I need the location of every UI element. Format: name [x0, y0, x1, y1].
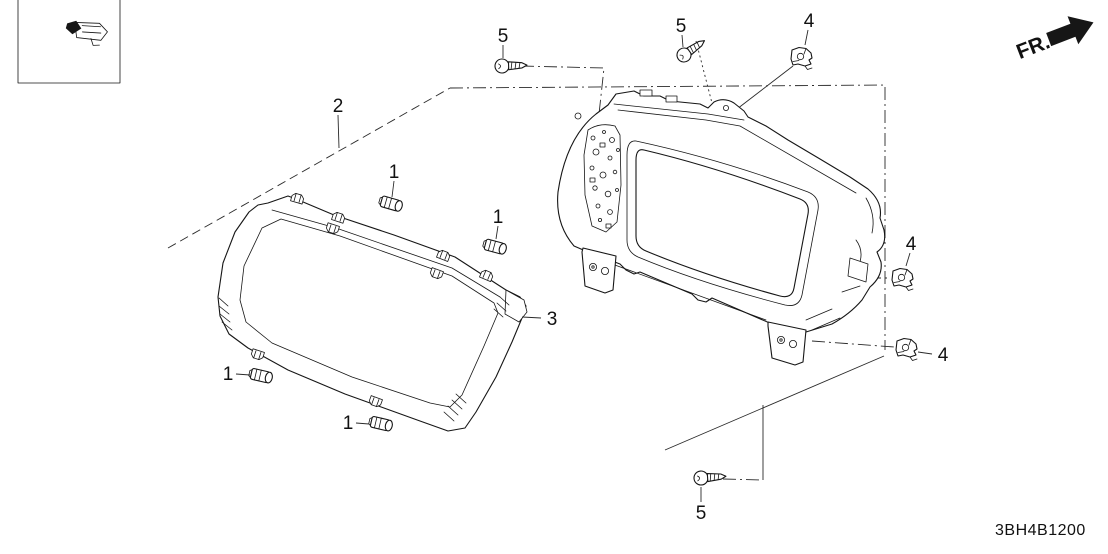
callout-1: 1: [223, 364, 234, 385]
leader-diagonal: [664, 355, 885, 451]
diagram-code: 3BH4B1200: [995, 522, 1086, 539]
callout-4: 4: [938, 345, 949, 366]
case-right-foot: [767, 321, 807, 366]
case-bottom-rail: [589, 255, 767, 321]
callout-1: 1: [493, 207, 504, 228]
lens-outline: [217, 195, 527, 432]
callout-2: 2: [333, 96, 344, 117]
callout-4: 4: [906, 234, 917, 255]
bulb-icon: [481, 237, 509, 256]
case-screw-hole: [574, 112, 582, 120]
screw-icon: [673, 34, 710, 66]
reference-part-icon: [65, 20, 108, 46]
case-top-deck-line: [613, 103, 745, 121]
case-screw-hole: [723, 105, 730, 112]
lens-top-rail-inner: [271, 209, 501, 298]
screw-icon: [692, 468, 727, 487]
bulb-icon: [367, 415, 394, 433]
leader-callout-2: [167, 87, 451, 249]
lens-hatch-lower-right: [443, 393, 467, 422]
lens-hatch-right-tip: [493, 296, 510, 318]
lens-inner-opening: [239, 218, 499, 408]
case-top-tab: [665, 95, 678, 103]
leader-clip-lower: [811, 340, 895, 348]
bulb-icon: [377, 194, 405, 213]
callout-5: 5: [498, 26, 509, 47]
meter-case-drawing: [557, 89, 886, 366]
callout-3: 3: [547, 309, 558, 330]
clip-icon: [891, 267, 914, 292]
callout-1: 1: [389, 162, 400, 183]
meter-lens-drawing: [217, 192, 528, 432]
reference-inset-box: [17, 0, 121, 84]
display-window: [635, 149, 809, 298]
leader-clip-top: [736, 65, 794, 110]
case-outline: [557, 90, 886, 333]
callouts: 2 5 5 4 1 1 3 4 4 1 1 5: [223, 11, 949, 524]
lens-hatch-left: [218, 297, 233, 331]
leader-screw-top-middle: [695, 40, 714, 108]
case-right-flanges: [805, 197, 874, 331]
case-top-tab: [639, 89, 653, 97]
screw-icon: [494, 57, 528, 74]
clip-icon: [895, 337, 918, 362]
display-bezel: [626, 140, 819, 306]
bulb-icon: [247, 367, 274, 385]
case-left-foot: [581, 247, 617, 294]
callout-4: 4: [804, 11, 815, 32]
assembly-boundary-line: [449, 84, 886, 350]
callout-1: 1: [343, 413, 354, 434]
pcb-components: [589, 130, 620, 229]
fr-arrow-icon: [1046, 16, 1094, 47]
leader-screw-top-left: [520, 65, 605, 244]
callout-5: 5: [696, 503, 707, 524]
callout-5: 5: [676, 16, 687, 37]
leader-screw-bottom: [722, 478, 763, 481]
case-top-deck-line2: [617, 109, 857, 194]
clip-icon: [790, 46, 813, 71]
fr-direction-indicator: FR.: [1013, 16, 1094, 64]
